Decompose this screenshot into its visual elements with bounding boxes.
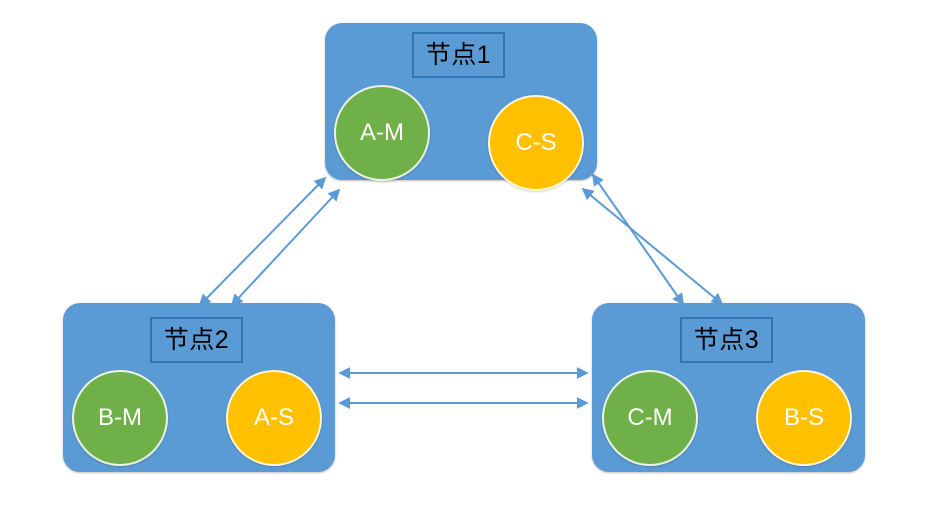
instance-circle-a-m[interactable]: A-M <box>334 85 430 181</box>
replication-arrow-edge-n1-n3-b <box>581 187 724 306</box>
replication-arrow-edge-n1-n2-a <box>198 176 327 307</box>
instance-circle-c-s[interactable]: C-S <box>488 95 584 191</box>
replication-arrow-edge-n1-n2-b <box>230 188 341 307</box>
instance-circle-a-s[interactable]: A-S <box>226 370 322 466</box>
node-label-node2: 节点2 <box>150 317 243 363</box>
node-label-node3: 节点3 <box>680 317 773 363</box>
node-label-node1: 节点1 <box>412 32 505 78</box>
instance-circle-b-m[interactable]: B-M <box>72 370 168 466</box>
instance-circle-c-m[interactable]: C-M <box>602 370 698 466</box>
replication-arrow-edge-n1-n3-a <box>591 173 685 306</box>
instance-circle-b-s[interactable]: B-S <box>756 370 852 466</box>
